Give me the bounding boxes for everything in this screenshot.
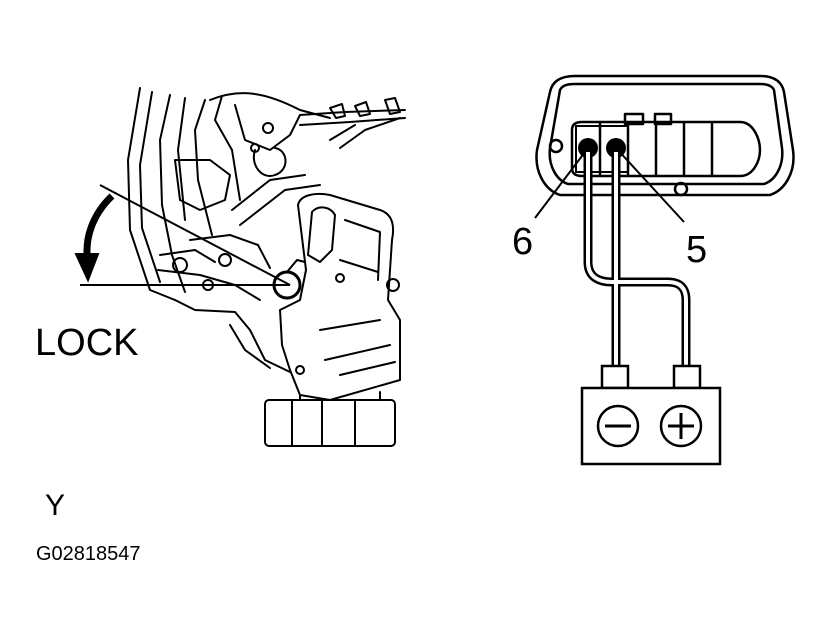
rotation-arrow-icon — [74, 184, 291, 286]
door-lock-actuator-icon — [127, 87, 406, 447]
view-label: Y — [45, 489, 65, 522]
lock-label: LOCK — [35, 322, 138, 364]
pin-5-label: 5 — [686, 229, 707, 271]
battery-icon — [580, 364, 722, 466]
figure-code: G02818547 — [36, 543, 141, 565]
connector-icon — [535, 74, 795, 197]
pin-6-label: 6 — [512, 221, 533, 263]
